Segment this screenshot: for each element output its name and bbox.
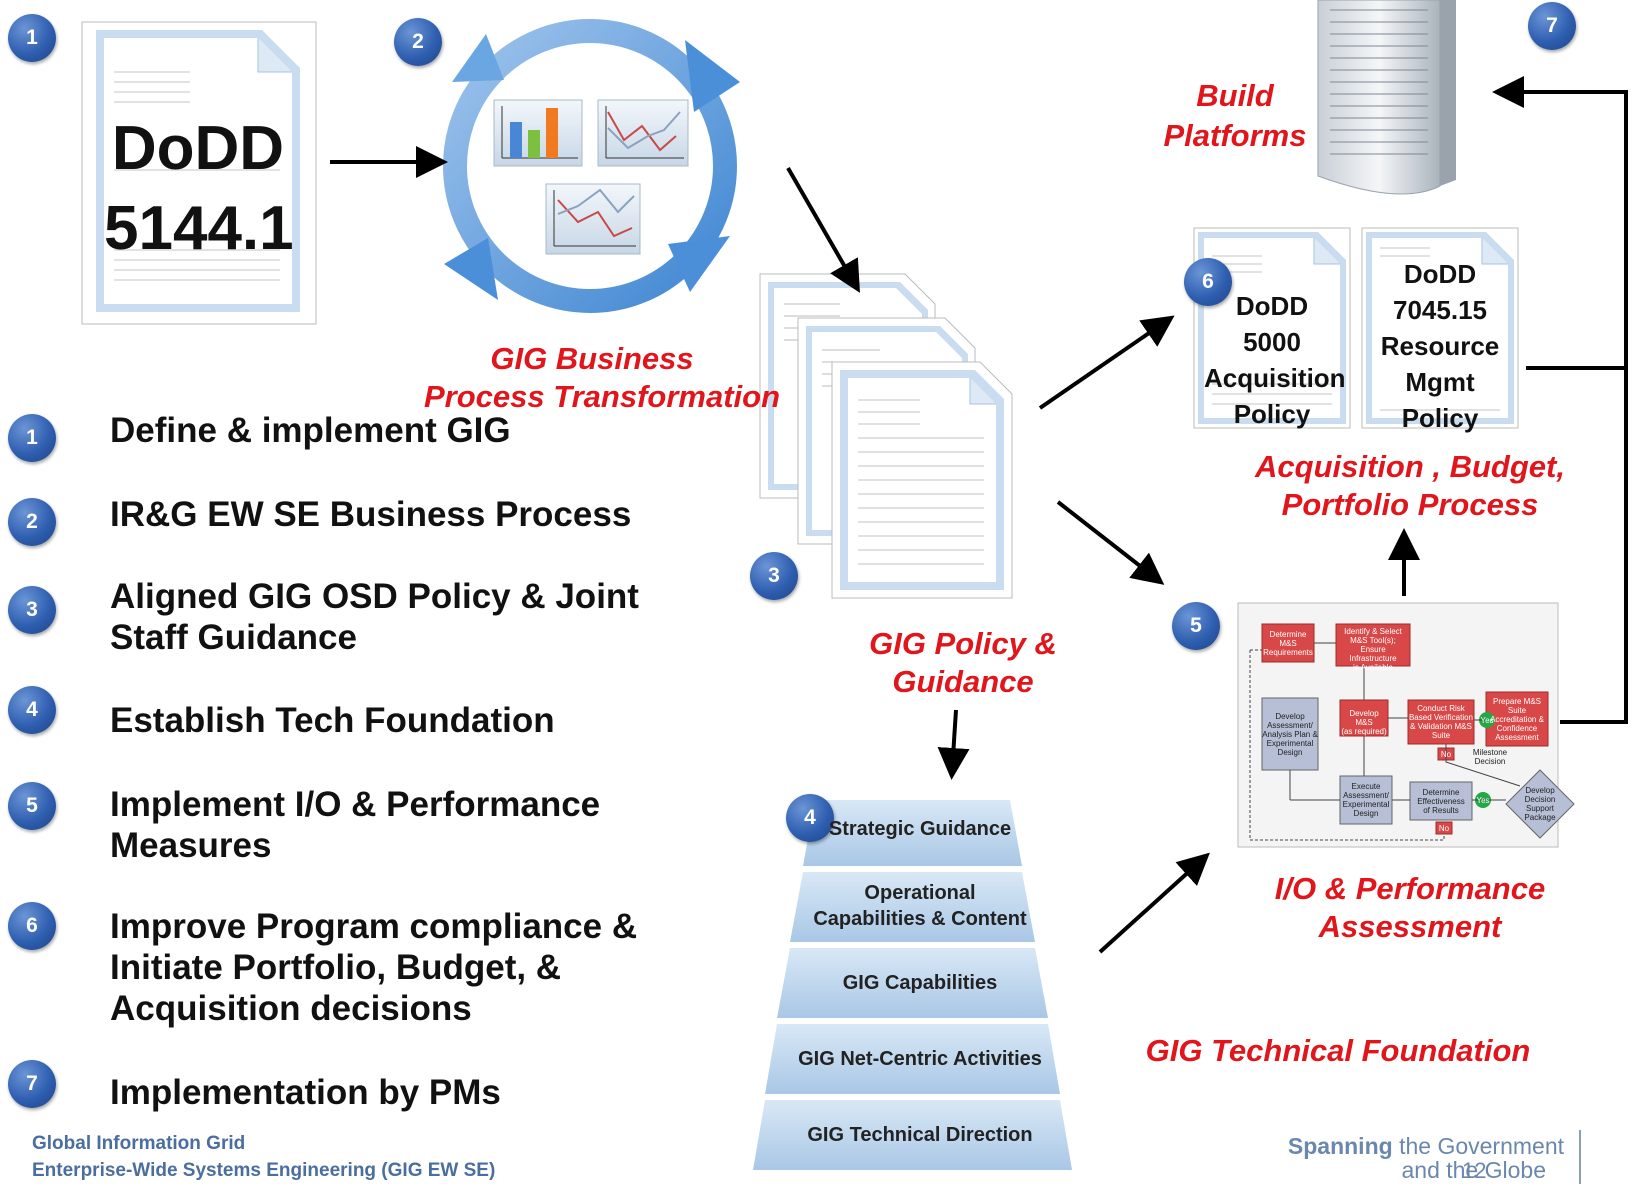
page-number: 12 [1462, 1158, 1487, 1183]
pyramid-layer [803, 800, 1022, 866]
brand-bold: Spanning [1287, 1133, 1393, 1159]
badge-7: 7 [1528, 2, 1576, 50]
badge-6: 6 [1184, 258, 1232, 306]
doc-5000-text: DoDD 5000 Acquisition Policy [1204, 291, 1346, 429]
doc-5000-icon [1193, 227, 1351, 429]
cycle-ring-icon [443, 19, 740, 313]
acquisition-label: Acquisition , Budget, Portfolio Process [1255, 449, 1565, 522]
list-item-3: Aligned GIG OSD Policy & Joint Staff Gui… [110, 577, 639, 657]
brand-tagline: Spanning the Government and the Globe [1288, 1134, 1564, 1182]
build-label: Build Platforms [1163, 78, 1307, 153]
badge-5: 5 [1172, 602, 1220, 650]
arrow [1098, 852, 1210, 954]
brand-line2: and the Globe [1401, 1157, 1546, 1183]
policy-docs-icon [759, 273, 1013, 599]
footer-program-name: Global Information Grid Enterprise-Wide … [32, 1133, 496, 1181]
pyramid-layer [753, 1100, 1072, 1170]
tech-foundation-label: GIG Technical Foundation [1145, 1033, 1531, 1068]
brand-rest: the Government [1392, 1133, 1564, 1159]
pyramid-layer [777, 948, 1048, 1018]
badge-4: 4 [786, 794, 834, 842]
fc-yes-1: Yes [1480, 716, 1494, 725]
list-item-4: Establish Tech Foundation [110, 701, 555, 740]
mini-line-chart-icon [597, 99, 689, 167]
list-item-5: Implement I/O & Performance Measures [110, 785, 601, 865]
badge-1: 1 [8, 14, 56, 62]
pyramid-label-operational: Operational Capabilities & Content [813, 882, 1027, 930]
pyramid-label-technical: GIG Technical Direction [807, 1124, 1033, 1146]
list-badge-6: 6 [8, 902, 56, 950]
fc-yes-2: Yes [1476, 796, 1490, 805]
arrow [1056, 500, 1165, 585]
arrows [330, 76, 1628, 954]
fc-box-develop-ms: Develop M&S(as required) [1341, 709, 1387, 736]
pyramid-layer [790, 872, 1035, 942]
badge-3: 3 [750, 552, 798, 600]
io-label: I/O & Performance Assessment [1274, 871, 1546, 944]
arrow [1492, 76, 1628, 724]
server-tower-icon [1317, 0, 1456, 195]
fc-no-2: No [1438, 824, 1450, 833]
cycle-label: GIG Business Process Transformation [423, 341, 781, 414]
doc-7045-text: DoDD 7045.15 Resource Mgmt Policy [1380, 259, 1500, 433]
list-item-1: Define & implement GIG [110, 411, 511, 450]
pyramid-layer [765, 1024, 1060, 1094]
list-badge-7: 7 [8, 1060, 56, 1108]
mini-line-chart-icon [545, 183, 641, 255]
list-badge-1: 1 [8, 414, 56, 462]
pyramid-label-strategic: Strategic Guidance [828, 818, 1012, 840]
doc-5144-number: 5144.1 [104, 194, 294, 263]
tech-pyramid [753, 800, 1072, 1170]
badge-2: 2 [394, 18, 442, 66]
list-item-2: IR&G EW SE Business Process [110, 495, 632, 534]
pyramid-label-capabilities: GIG Capabilities [842, 972, 998, 994]
doc-7045-icon [1361, 227, 1519, 429]
list-badge-3: 3 [8, 586, 56, 634]
arrow [937, 709, 970, 780]
arrow [786, 167, 860, 293]
pyramid-label-netcentric: GIG Net-Centric Activities [798, 1048, 1042, 1070]
doc-5144-icon [81, 21, 317, 325]
policy-label: GIG Policy & Guidance [869, 626, 1057, 699]
list-item-6: Improve Program compliance & Initiate Po… [110, 907, 638, 1028]
list-badge-5: 5 [8, 782, 56, 830]
mini-bar-chart-icon [493, 99, 583, 167]
arrow [1038, 315, 1175, 410]
doc-5144-title: DoDD [111, 114, 285, 183]
fc-no-1: No [1440, 750, 1452, 759]
list-badge-4: 4 [8, 686, 56, 734]
ms-process-flowchart [1237, 602, 1575, 848]
list-badge-2: 2 [8, 498, 56, 546]
list-item-7: Implementation by PMs [110, 1073, 501, 1112]
